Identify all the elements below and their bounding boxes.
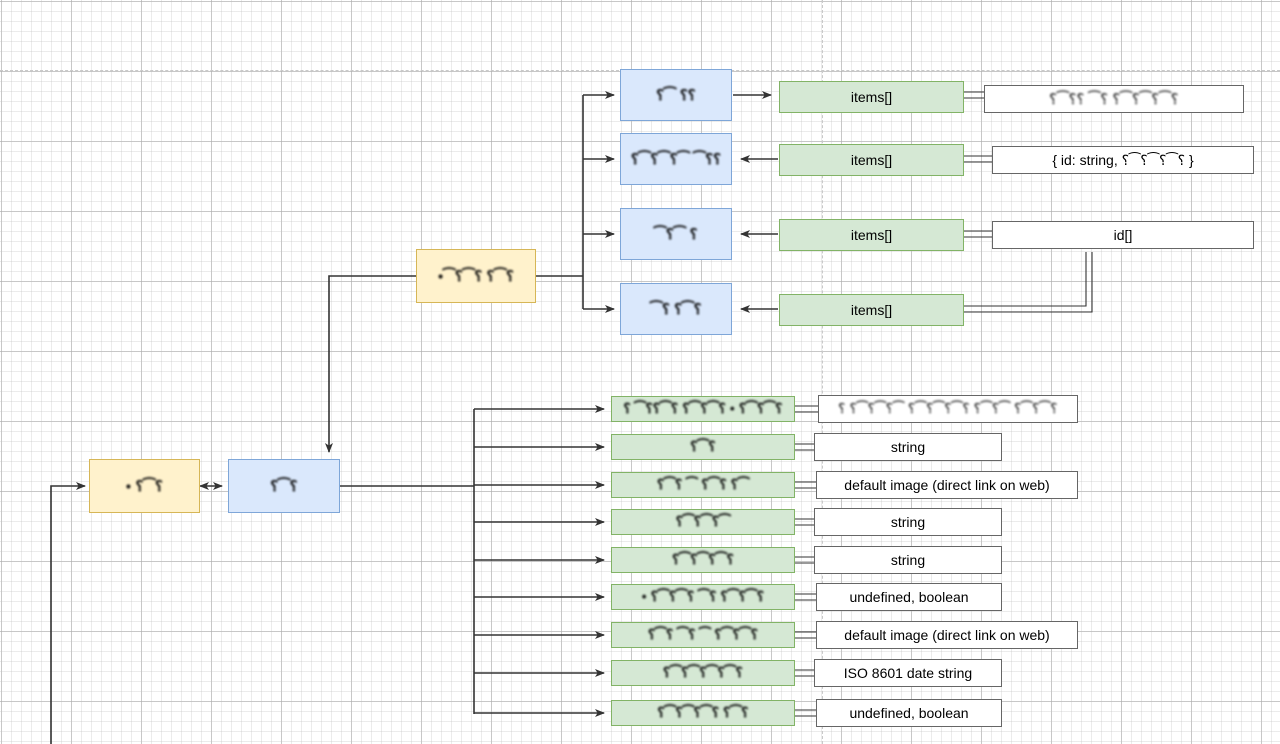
field-name-4-text: ⸮⁀⸮⁀⸮⁀ (675, 513, 731, 529)
field-name-1-text: ⸮ ⁀⸮⸮⁀⸮ ⸮⁀⸮⁀⸮ • ⸮⁀⸮⁀⸮ (623, 400, 783, 416)
field-type-5-text: string (890, 551, 926, 568)
endpoint-node-2[interactable]: ⸮⁀⸮⁀⸮⁀ ⁀⸮⸮ (620, 133, 732, 185)
endpoint-node-4[interactable]: ⁀⸮ ⸮⁀⸮ (620, 283, 732, 335)
field-type-2[interactable]: string (814, 433, 1002, 461)
field-name-3[interactable]: ⸮⁀⸮ ⁀ ⸮⁀⸮ ⸮⁀ (611, 472, 795, 498)
process-node-label: ⸮⁀⸮ (270, 477, 298, 495)
field-name-8-text: ⸮⁀⸮⁀⸮⁀⸮⁀⸮ (663, 664, 743, 680)
field-name-9-text: ⸮⁀⸮⁀⸮⁀⸮ ⸮⁀⸮ (657, 704, 749, 720)
rel-items4-type3 (964, 252, 1093, 313)
field-name-2[interactable]: ⸮⁀⸮ (611, 434, 795, 460)
rel-items2-type2 (964, 155, 992, 163)
field-type-8-text: ISO 8601 date string (843, 664, 973, 681)
rel-field2-type (795, 443, 814, 451)
field-type-9[interactable]: undefined, boolean (816, 699, 1002, 727)
field-type-2-text: string (890, 438, 926, 455)
rel-field3-type (795, 481, 816, 489)
page-break-vertical (822, 0, 823, 744)
rel-field1-type (795, 405, 818, 413)
field-name-7[interactable]: ⸮⁀⸮ ⁀⸮ ⁀ ⸮⁀⸮⁀⸮ (611, 622, 795, 648)
field-type-6[interactable]: undefined, boolean (816, 583, 1002, 611)
field-name-1[interactable]: ⸮ ⁀⸮⸮⁀⸮ ⸮⁀⸮⁀⸮ • ⸮⁀⸮⁀⸮ (611, 396, 795, 422)
endpoint-node-4-label: ⁀⸮ ⸮⁀⸮ (650, 300, 702, 318)
payload-label-3-text: items[] (850, 226, 893, 243)
payload-label-2-text: items[] (850, 151, 893, 168)
edge-source-to-process (325, 275, 416, 453)
field-name-6-text: • ⸮⁀⸮⁀⸮ ⁀⸮ ⸮⁀⸮⁀⸮ (641, 588, 765, 604)
field-type-4-text: string (890, 513, 926, 530)
payload-label-4[interactable]: items[] (779, 294, 964, 326)
field-type-6-text: undefined, boolean (849, 588, 969, 605)
rel-items3-type3 (964, 230, 992, 238)
field-type-7[interactable]: default image (direct link on web) (816, 621, 1078, 649)
payload-label-3[interactable]: items[] (779, 219, 964, 251)
endpoint-node-3[interactable]: ⁀⸮⁀ ⸮ (620, 208, 732, 260)
rel-field8-type (795, 669, 814, 677)
field-name-6[interactable]: • ⸮⁀⸮⁀⸮ ⁀⸮ ⸮⁀⸮⁀⸮ (611, 584, 795, 610)
field-name-5-text: ⸮⁀⸮⁀⸮⁀⸮ (672, 551, 734, 567)
field-type-7-text: default image (direct link on web) (844, 626, 1050, 643)
rel-field7-type (795, 631, 816, 639)
top-source-node[interactable]: •⁀⸮⁀⸮ ⸮⁀⸮ (416, 249, 536, 303)
field-name-4[interactable]: ⸮⁀⸮⁀⸮⁀ (611, 509, 795, 535)
field-name-2-text: ⸮⁀⸮ (690, 438, 716, 454)
field-type-1-text: ⸮ ⸮⁀⸮⁀⸮⁀ ⸮⁀⸮⁀⸮⁀⸮ ⸮⁀⸮⁀ ⸮⁀⸮⁀⸮ (838, 400, 1058, 416)
endpoint-node-2-label: ⸮⁀⸮⁀⸮⁀ ⁀⸮⸮ (630, 150, 722, 168)
field-type-3[interactable]: default image (direct link on web) (816, 471, 1078, 499)
process-node[interactable]: ⸮⁀⸮ (228, 459, 340, 513)
rel-field6-type (795, 593, 816, 601)
rel-field9-type (795, 709, 816, 717)
input-node-label: • ⸮⁀⸮ (126, 477, 163, 495)
field-name-3-text: ⸮⁀⸮ ⁀ ⸮⁀⸮ ⸮⁀ (657, 476, 749, 492)
input-node[interactable]: • ⸮⁀⸮ (89, 459, 200, 513)
endpoint-node-1[interactable]: ⸮⁀ ⸮⸮ (620, 69, 732, 121)
field-type-4[interactable]: string (814, 508, 1002, 536)
payload-type-3-text: id[] (1113, 226, 1133, 243)
payload-type-2[interactable]: { id: string, ⸮⁀⸮⁀⸮⁀⸮ } (992, 146, 1254, 174)
field-type-3-text: default image (direct link on web) (844, 476, 1050, 493)
payload-label-4-text: items[] (850, 301, 893, 318)
payload-type-3[interactable]: id[] (992, 221, 1254, 249)
rel-field5-type (795, 556, 814, 564)
payload-type-1-text: ⸮⁀⸮⸮ ⁀⸮ ⸮⁀⸮⁀⸮⁀⸮ (1049, 90, 1179, 108)
edge-external-to-input (50, 482, 86, 744)
field-type-9-text: undefined, boolean (849, 704, 969, 721)
payload-label-1[interactable]: items[] (779, 81, 964, 113)
rel-field4-type (795, 518, 814, 526)
field-type-1[interactable]: ⸮ ⸮⁀⸮⁀⸮⁀ ⸮⁀⸮⁀⸮⁀⸮ ⸮⁀⸮⁀ ⸮⁀⸮⁀⸮ (818, 395, 1078, 423)
endpoint-node-1-label: ⸮⁀ ⸮⸮ (656, 86, 696, 104)
payload-type-2-text: { id: string, ⸮⁀⸮⁀⸮⁀⸮ } (1052, 151, 1194, 168)
field-type-8[interactable]: ISO 8601 date string (814, 659, 1002, 687)
field-name-8[interactable]: ⸮⁀⸮⁀⸮⁀⸮⁀⸮ (611, 660, 795, 686)
endpoint-node-3-label: ⁀⸮⁀ ⸮ (654, 225, 698, 243)
top-source-node-label: •⁀⸮⁀⸮ ⸮⁀⸮ (438, 267, 514, 285)
payload-type-1[interactable]: ⸮⁀⸮⸮ ⁀⸮ ⸮⁀⸮⁀⸮⁀⸮ (984, 85, 1244, 113)
payload-label-1-text: items[] (850, 88, 893, 105)
field-name-9[interactable]: ⸮⁀⸮⁀⸮⁀⸮ ⸮⁀⸮ (611, 700, 795, 726)
field-type-5[interactable]: string (814, 546, 1002, 574)
rel-items1-type1 (964, 91, 984, 99)
payload-label-2[interactable]: items[] (779, 144, 964, 176)
field-name-5[interactable]: ⸮⁀⸮⁀⸮⁀⸮ (611, 547, 795, 573)
field-name-7-text: ⸮⁀⸮ ⁀⸮ ⁀ ⸮⁀⸮⁀⸮ (647, 626, 759, 642)
